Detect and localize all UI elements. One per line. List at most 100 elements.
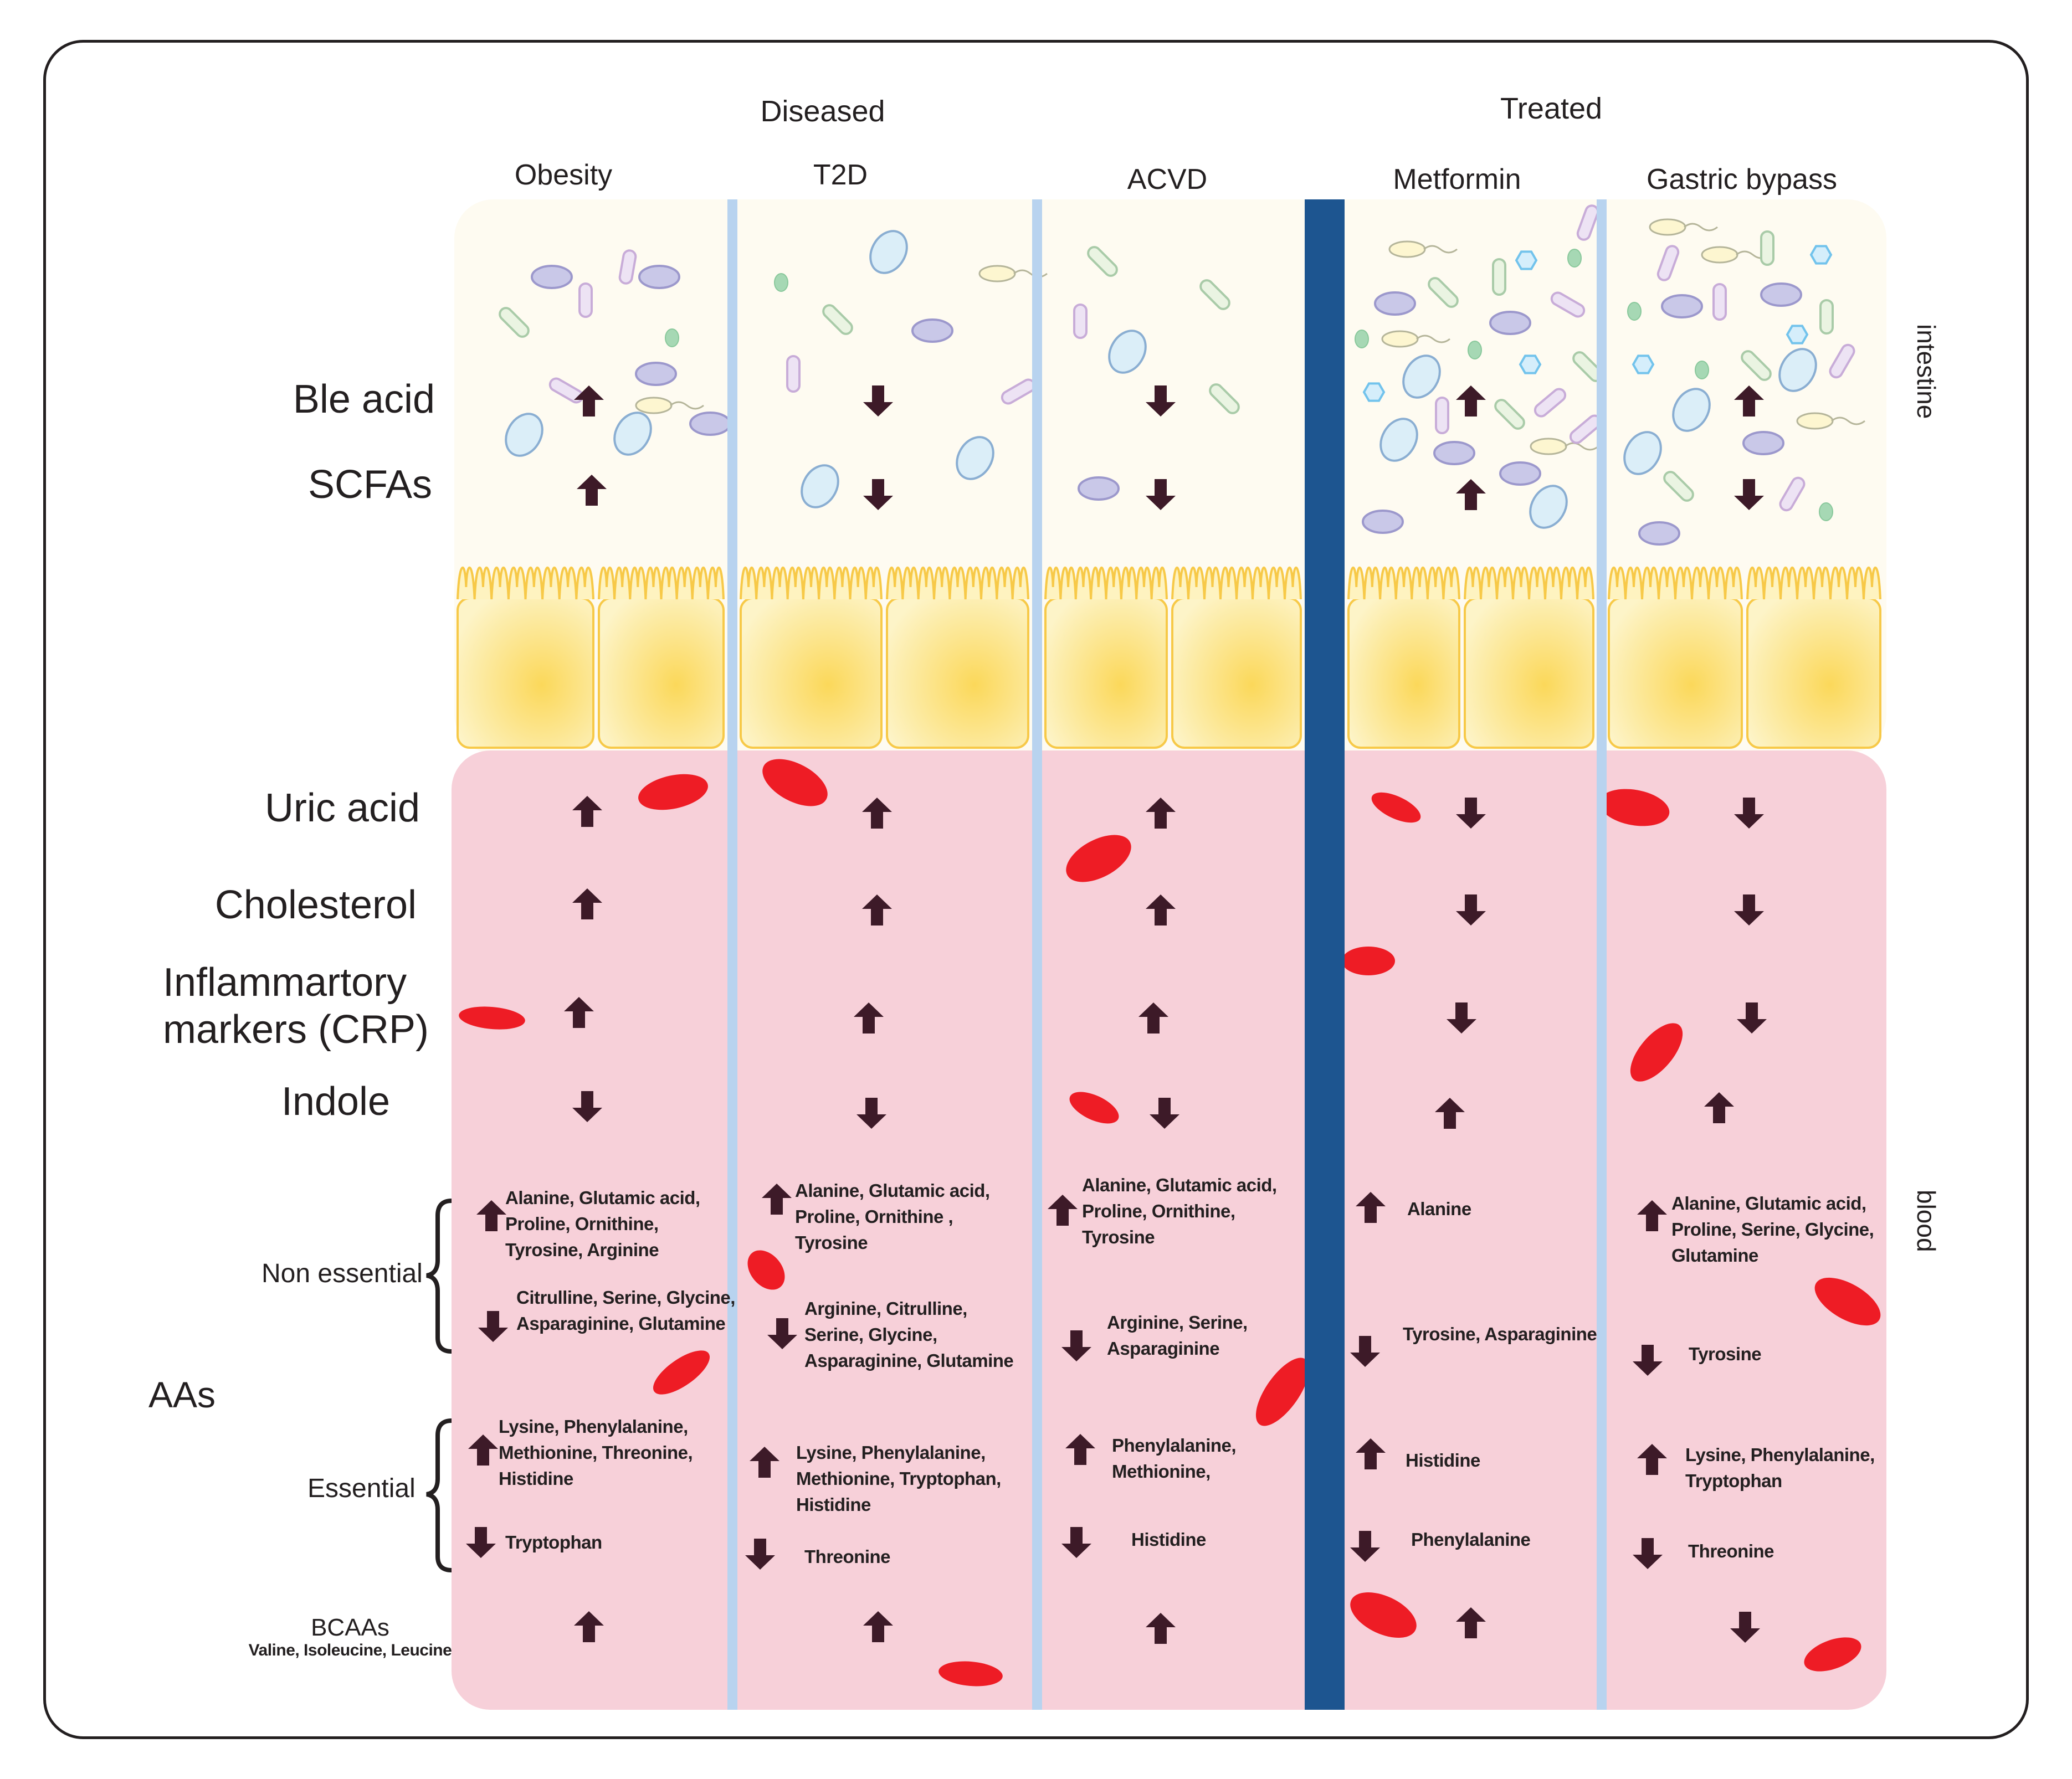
cholesterol-arrow-gastric-bypass bbox=[1734, 894, 1764, 926]
aa-essential-up-arrow-t2d bbox=[750, 1447, 779, 1478]
aa-essential-up-acvd: Phenylalanine, Methionine, bbox=[1112, 1435, 1237, 1482]
bcaas-arrow-obesity bbox=[574, 1611, 604, 1642]
red-blood-cell bbox=[638, 774, 708, 810]
indole-arrow-metformin bbox=[1435, 1098, 1465, 1129]
aa-nonessential-down-t2d: Arginine, Citrulline, Serine, Glycine, A… bbox=[804, 1298, 1014, 1371]
microbe-coccus bbox=[1819, 502, 1833, 521]
bcaas-arrow-t2d bbox=[863, 1611, 893, 1642]
direction-arrows bbox=[466, 385, 1767, 1644]
indole-arrow-acvd bbox=[1150, 1098, 1179, 1129]
aa-essential-down-arrow-obesity bbox=[466, 1527, 496, 1558]
aa-essential-down-arrow-metformin bbox=[1350, 1531, 1380, 1562]
microbe-oval bbox=[1433, 441, 1475, 465]
microbe-coccus bbox=[1567, 249, 1582, 268]
microbe-oval bbox=[1529, 485, 1568, 529]
microbe-flagellated bbox=[1381, 330, 1419, 348]
aa-essential-down-arrow-t2d bbox=[745, 1539, 775, 1570]
microbe-oval bbox=[1778, 348, 1817, 392]
aa-nonessential-down-metformin: Tyrosine, Asparaginine bbox=[1403, 1324, 1597, 1344]
red-blood-cell bbox=[1350, 1592, 1417, 1638]
aa-essential-up-arrow-metformin bbox=[1356, 1438, 1386, 1469]
row-label-scfas: SCFAs bbox=[307, 462, 432, 507]
red-blood-cells bbox=[459, 759, 1881, 1687]
microbe-oval bbox=[1489, 311, 1531, 335]
villi bbox=[1044, 567, 1168, 600]
bile-acid-arrow-metformin bbox=[1456, 385, 1486, 417]
red-blood-cell bbox=[1630, 1023, 1683, 1082]
red-blood-cell bbox=[1255, 1358, 1310, 1426]
microbe-oval bbox=[1638, 521, 1680, 546]
microbe-oval bbox=[1661, 294, 1703, 318]
microbe-flagellated bbox=[1530, 438, 1567, 455]
microbe-oval bbox=[869, 230, 908, 274]
microbe-rod bbox=[1819, 299, 1834, 335]
microbe-oval bbox=[1760, 282, 1802, 307]
villi bbox=[886, 567, 1029, 600]
microbe-coccus bbox=[665, 328, 679, 347]
row-label-uric-acid: Uric acid bbox=[264, 786, 420, 830]
epithelial-cell bbox=[598, 597, 725, 749]
row-label-cholesterol: Cholesterol bbox=[214, 883, 417, 927]
blood-region bbox=[452, 750, 1886, 1710]
aa-nonessential-down-arrow-t2d bbox=[767, 1318, 797, 1349]
microbe-oval bbox=[1672, 388, 1711, 432]
microbe-rod bbox=[1663, 471, 1694, 502]
red-blood-cell bbox=[1371, 792, 1421, 823]
group-treated: Treated bbox=[1500, 92, 1603, 125]
scfas-arrow-acvd bbox=[1146, 479, 1176, 510]
divider-metformin-bypass bbox=[1597, 199, 1607, 1710]
microbe-oval bbox=[1742, 431, 1784, 455]
microbe-hex bbox=[1519, 354, 1542, 374]
aa-nonessential-up-arrow-obesity bbox=[476, 1200, 506, 1231]
microbe-flagellated bbox=[978, 265, 1016, 282]
aa-nonessential-up-gastric-bypass: Alanine, Glutamic acid, Proline, Serine,… bbox=[1671, 1193, 1874, 1266]
villi bbox=[1746, 567, 1881, 600]
microbe-hex bbox=[1632, 354, 1655, 374]
aa-essential-up-metformin: Histidine bbox=[1406, 1450, 1480, 1470]
villi bbox=[740, 567, 883, 600]
microbe-oval bbox=[1379, 418, 1418, 462]
figure-frame bbox=[43, 40, 2029, 1739]
aa-nonessential-up-acvd: Alanine, Glutamic acid, Proline, Ornithi… bbox=[1082, 1175, 1277, 1247]
microbe-rod bbox=[822, 304, 853, 335]
microbe-rod bbox=[1435, 397, 1449, 434]
aa-nonessential-up-metformin: Alanine bbox=[1407, 1199, 1471, 1219]
cholesterol-arrow-obesity bbox=[572, 888, 602, 919]
aa-nonessential-up-arrow-acvd bbox=[1048, 1195, 1078, 1226]
microbe-rod bbox=[1741, 350, 1772, 381]
microbe-coccus bbox=[774, 273, 788, 292]
epithelial-cell bbox=[457, 597, 594, 749]
intestinal-epithelium bbox=[457, 567, 1881, 749]
bile-acid-arrow-gastric-bypass bbox=[1734, 385, 1764, 417]
microbe-coccus bbox=[1468, 341, 1482, 359]
villi bbox=[457, 567, 594, 600]
aa-essential-up-gastric-bypass: Lysine, Phenylalanine, Tryptophan bbox=[1685, 1444, 1875, 1491]
epithelial-cell bbox=[1746, 597, 1881, 749]
epithelial-cell bbox=[740, 597, 883, 749]
microbe-coccus bbox=[1627, 302, 1642, 321]
villi bbox=[1171, 567, 1302, 600]
microbe-rod bbox=[1712, 283, 1727, 321]
column-header-metformin: Metformin bbox=[1393, 163, 1521, 196]
microbes bbox=[499, 204, 1865, 546]
microbe-flagellated bbox=[1701, 246, 1738, 264]
crp-arrow-obesity bbox=[564, 997, 594, 1028]
cholesterol-arrow-acvd bbox=[1146, 894, 1176, 926]
crp-arrow-acvd bbox=[1138, 1002, 1168, 1034]
aa-nonessential-up-arrow-t2d bbox=[762, 1184, 792, 1215]
bile-acid-arrow-obesity bbox=[574, 385, 604, 417]
microbe-rod bbox=[1428, 277, 1459, 308]
red-blood-cell bbox=[1066, 835, 1131, 882]
bile-acid-arrow-acvd bbox=[1146, 385, 1176, 417]
microbe-flagellated bbox=[635, 397, 673, 414]
red-blood-cell bbox=[1599, 789, 1670, 826]
microbe-flagellated bbox=[1796, 412, 1834, 430]
microbe-oval bbox=[956, 436, 994, 480]
aa-nonessential-up-t2d: Alanine, Glutamic acid, Proline, Ornithi… bbox=[795, 1180, 990, 1253]
microbe-rod bbox=[1209, 383, 1240, 414]
microbe-oval bbox=[1374, 291, 1416, 316]
red-blood-cell bbox=[1804, 1637, 1861, 1672]
microbe-rod bbox=[786, 355, 801, 393]
red-blood-cell bbox=[459, 1006, 525, 1030]
microbe-oval bbox=[911, 318, 953, 343]
